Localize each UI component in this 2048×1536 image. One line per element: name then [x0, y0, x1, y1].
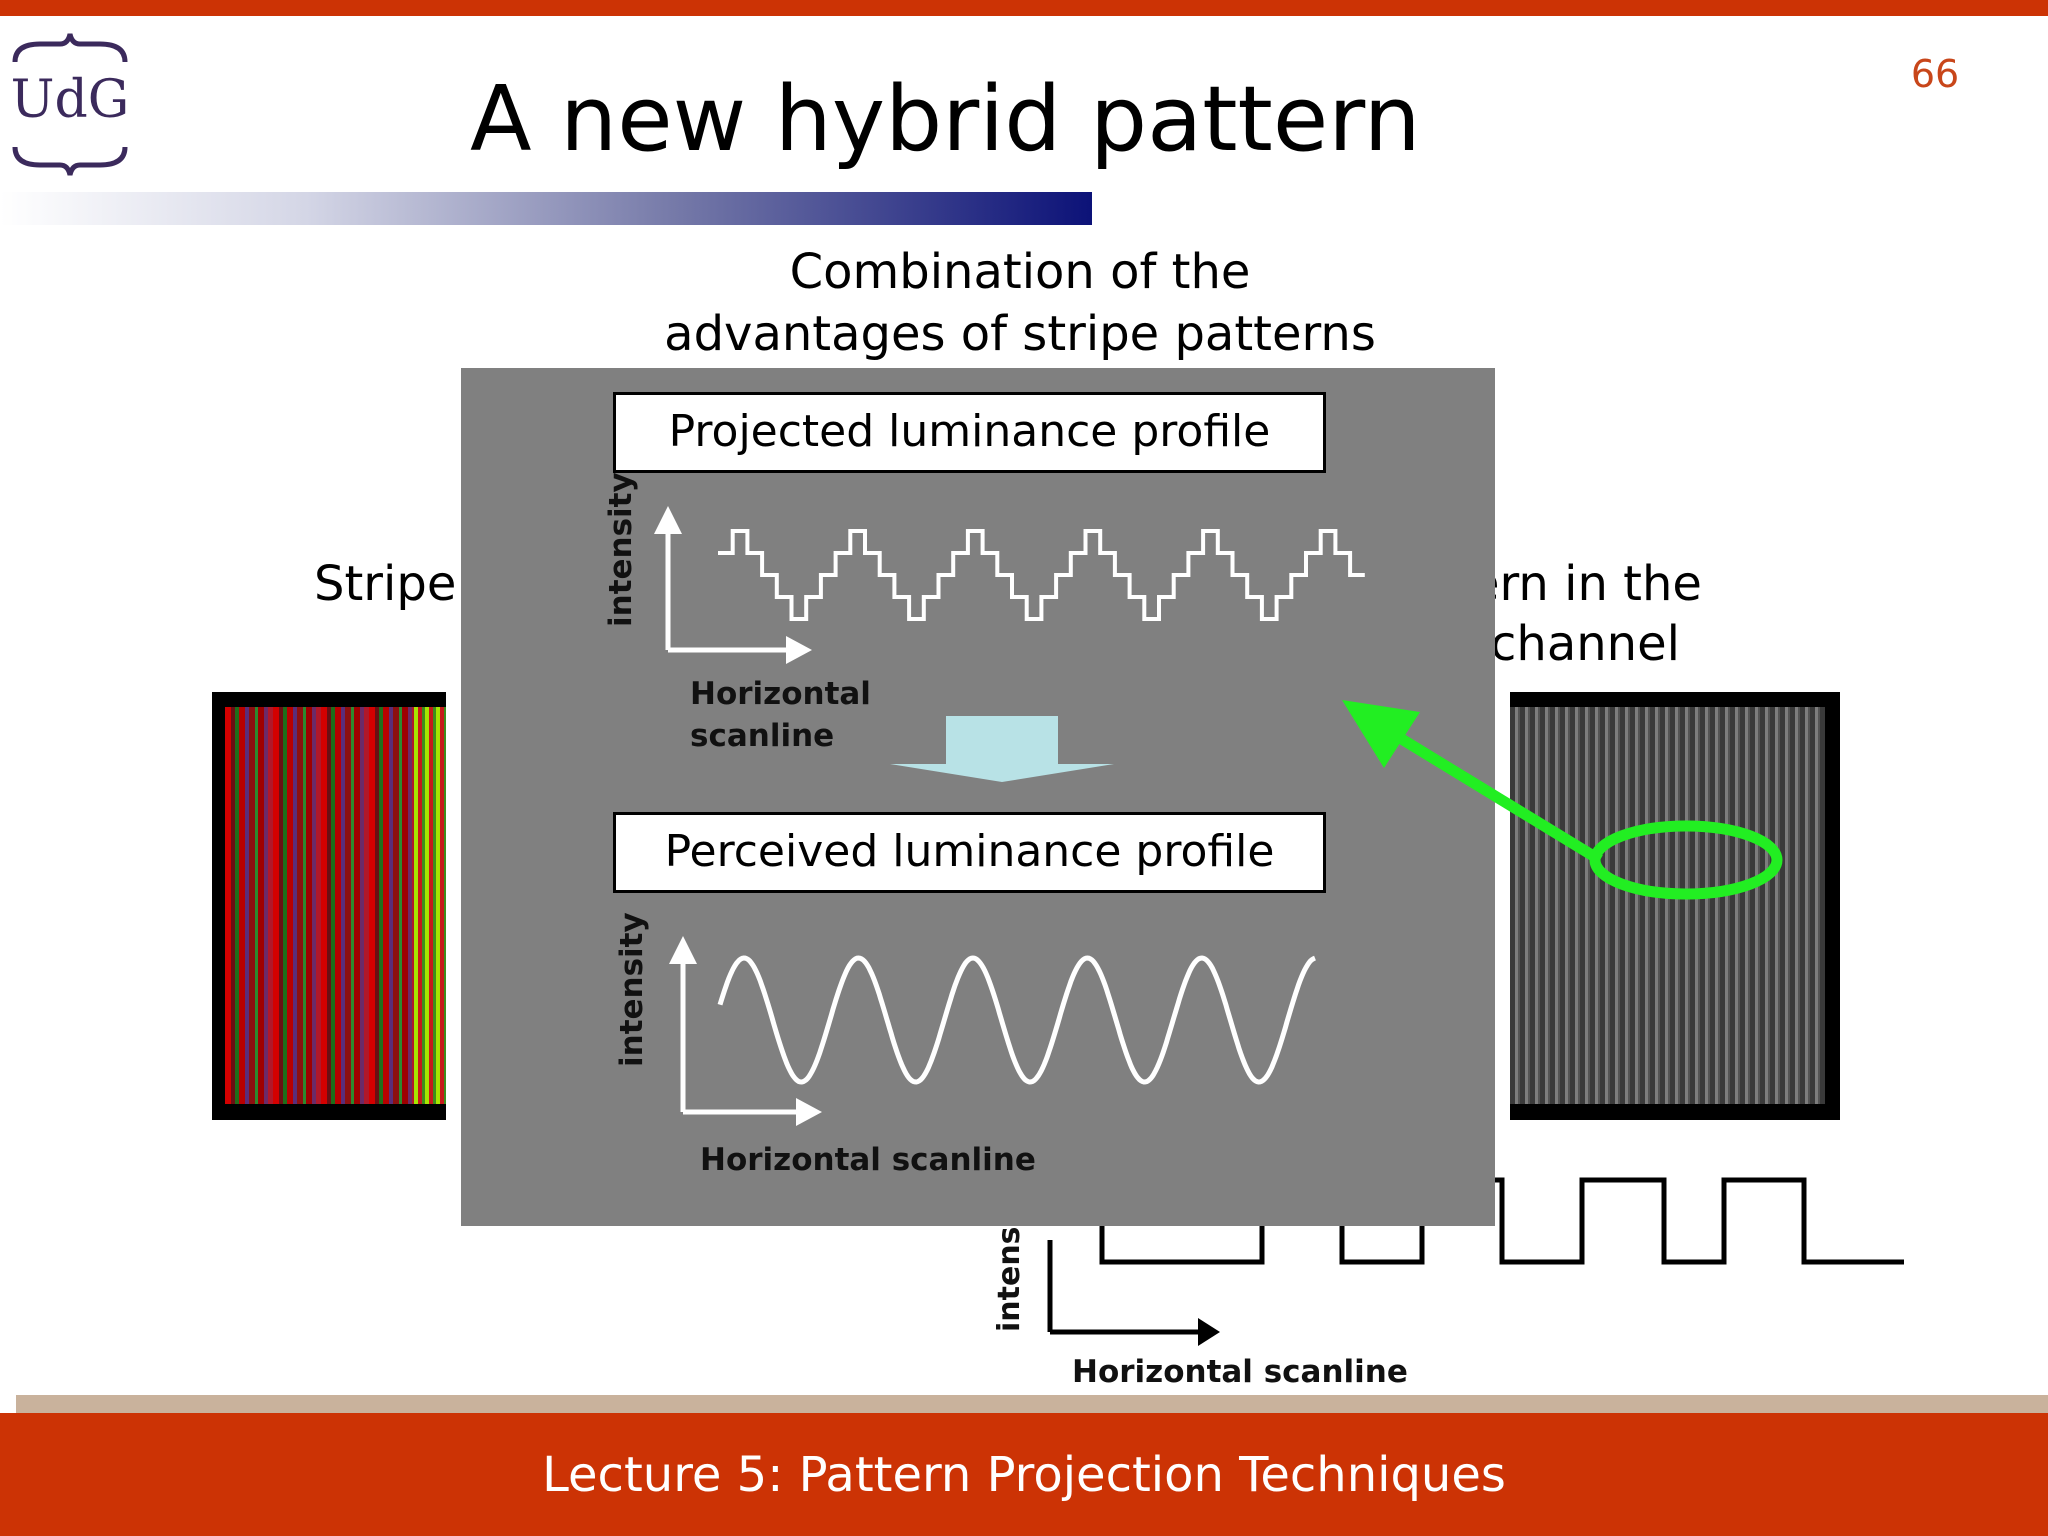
highlight-arrow-shaft: [1392, 730, 1603, 865]
hybrid-pattern-panel: [461, 368, 1495, 1226]
footer-top-stripe: [16, 1395, 2048, 1413]
gray-stripe-pattern-image: [1510, 692, 1840, 1120]
top-caption-line1: Combination of the: [789, 244, 1251, 300]
logo-text: UdG: [10, 70, 130, 130]
top-bar: [0, 0, 2048, 16]
right-caption-line2: channel: [1490, 616, 1680, 672]
color-stripe-pattern-image: [212, 692, 446, 1120]
footer-text: Lecture 5: Pattern Projection Techniques: [542, 1447, 1506, 1503]
projected-luminance-label: Projected luminance profile: [613, 392, 1326, 473]
bottom-plot-horizontal-label: Horizontal scanline: [1072, 1354, 1408, 1390]
slide-title: A new hybrid pattern: [470, 67, 1421, 172]
highlight-ellipse: [1589, 820, 1783, 900]
highlight-arrow-head-icon: [1342, 700, 1420, 768]
projected-horizontal-label-line1: Horizontal: [690, 676, 871, 712]
slide-number: 66: [1910, 52, 1960, 96]
right-caption-line1: ern in the: [1470, 556, 1702, 612]
footer-bar: Lecture 5: Pattern Projection Techniques: [0, 1413, 2048, 1536]
perceived-horizontal-label: Horizontal scanline: [700, 1142, 1036, 1178]
down-arrow-icon: [890, 716, 1114, 782]
perceived-luminance-label: Perceived luminance profile: [613, 812, 1326, 893]
title-underline-gradient: [0, 192, 1092, 225]
left-caption: Stripe: [314, 556, 457, 612]
projected-horizontal-label-line2: scanline: [690, 718, 835, 754]
brace-icon: [12, 33, 128, 176]
top-caption-line2: advantages of stripe patterns: [664, 306, 1376, 362]
udg-logo: UdG: [10, 32, 130, 177]
